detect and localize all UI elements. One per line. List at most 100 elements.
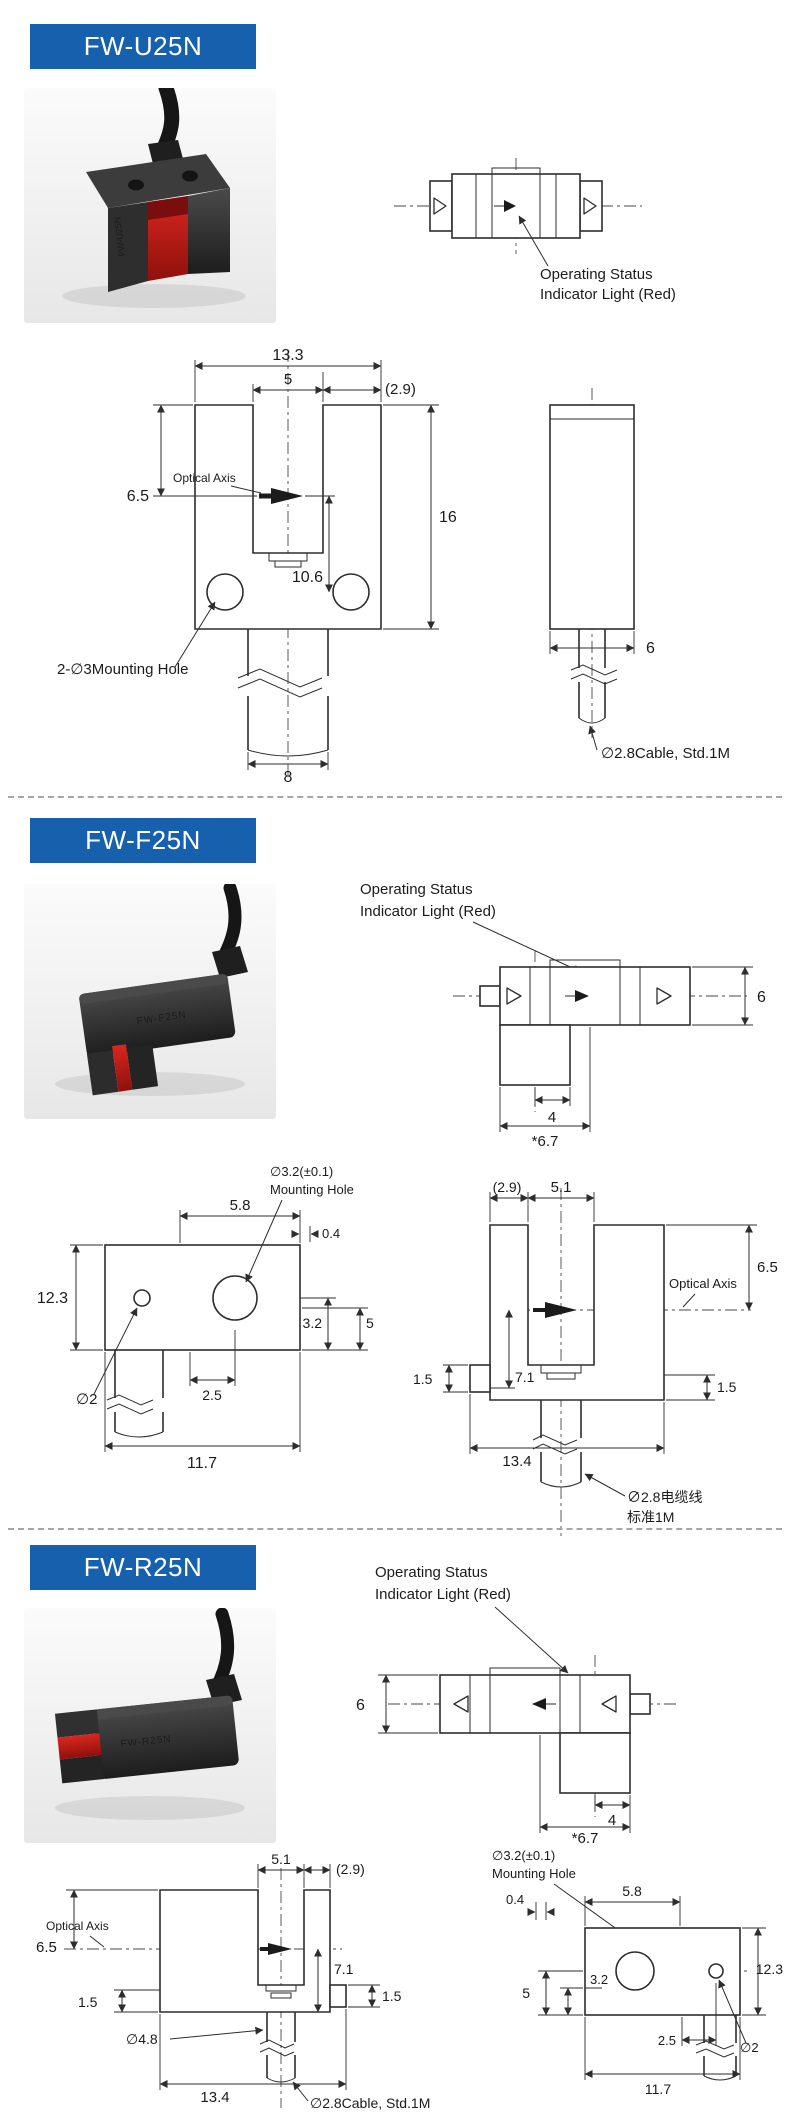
indicator-leader [494, 1606, 569, 1674]
top-notch [491, 167, 541, 175]
model-badge-r25n: FW-R25N [30, 1545, 256, 1590]
cable-leader [584, 1473, 626, 1497]
product-photo-r25n: FW-R25N [24, 1608, 276, 1843]
dim-slot-depth: 10.6 [292, 569, 323, 586]
dim-width-total: 13.3 [272, 347, 303, 364]
sensor-body-group: FW-R25N [54, 1695, 239, 1784]
dim-width-total: 13.4 [502, 1453, 531, 1470]
body-highlight [93, 1695, 233, 1720]
receiver-arrow [656, 987, 672, 1005]
slot-element-2 [546, 1372, 576, 1380]
cable-boot [212, 946, 248, 978]
dim-axis-from-top: 6.5 [127, 488, 149, 505]
dim-width-total: 11.7 [645, 2081, 671, 2097]
sensor-left-arm [108, 202, 148, 292]
small-hole-label: ∅2 [76, 1391, 97, 1408]
lens-nub [469, 1364, 491, 1393]
cable-label: ∅2.8Cable, Std.1M [310, 2095, 430, 2111]
dim-step: 0.4 [506, 1892, 524, 1907]
dim-stem-width: 8 [284, 769, 293, 785]
cable-stem [106, 1350, 164, 1438]
dim-height: 6 [757, 989, 766, 1006]
cable-label-line2: 标准1M [627, 1509, 674, 1525]
u25n-front-view-drawing: 13.3 5 (2.9) 6.5 Optical Axis 10.6 16 2-… [57, 347, 457, 785]
indicator-label-line2: Indicator Light (Red) [360, 903, 496, 920]
cable-label-line1: ∅2.8电缆线 [627, 1489, 702, 1505]
cable-bush-leader [169, 2026, 264, 2040]
slot-element-2 [270, 1992, 292, 1999]
dim-slot-width: 5.1 [271, 1851, 291, 1867]
slot-element-1 [265, 1984, 297, 1992]
optical-axis-arrow [545, 1302, 577, 1318]
optical-axis-label: Optical Axis [173, 471, 236, 485]
mounting-hole-right [332, 573, 370, 611]
dim-step: 0.4 [322, 1226, 340, 1241]
body-outline [549, 404, 635, 630]
dim-width-total: 11.7 [187, 1455, 217, 1472]
f25n-top-view-drawing: Operating Status Indicator Light (Red) 6 [360, 881, 766, 1150]
dim-height-total: 12.3 [756, 1961, 783, 1977]
body-outline [194, 404, 382, 630]
fork-outline [559, 1732, 631, 1794]
sensor-body [93, 1695, 239, 1779]
fork-prong-right [126, 1044, 159, 1090]
dim-top-width: 5.8 [622, 1883, 642, 1899]
indicator-label-line1: Operating Status [375, 1564, 488, 1581]
f25n-front-view-drawing: (2.9) 5.1 Optical Axis 6.5 7.1 1.5 1.5 1… [413, 1179, 778, 1536]
cable-bush-label: ∅4.8 [126, 2031, 158, 2047]
dim-5: 5 [366, 1315, 374, 1331]
body-outline [159, 1889, 331, 2013]
sensor-model-print: FW-R25N [120, 1734, 172, 1750]
product-photo-f25n: FW-F25N [24, 884, 276, 1119]
indicator-leader [472, 921, 582, 973]
sensor-top-face [86, 154, 230, 208]
sensor-right-arm [188, 188, 230, 274]
hole-label-line2: Mounting Hole [270, 1182, 354, 1197]
cable-leader [588, 725, 598, 751]
fork-prong-left [86, 1050, 119, 1096]
emitter-arrow [433, 197, 447, 215]
model-badge-f25n: FW-F25N [30, 818, 256, 863]
small-hole [133, 1289, 151, 1307]
small-hole-leader [718, 1979, 747, 2044]
dim-lens-width: 4 [608, 1812, 616, 1829]
hole-label-line1: ∅3.2(±0.1) [492, 1848, 555, 1863]
small-hole-leader [93, 1307, 138, 1395]
photo-shadow [55, 1796, 245, 1820]
lens-nub [479, 985, 501, 1007]
body-section-lines [469, 1675, 581, 1733]
u25n-side-view-drawing: 6 ∅2.8Cable, Std.1M [549, 388, 730, 762]
mounting-hole-label: 2-∅3Mounting Hole [57, 661, 188, 678]
dim-total-width: *6.7 [572, 1830, 599, 1845]
slot-shadow [148, 196, 188, 220]
dim-height: 6 [356, 1697, 365, 1714]
top-notch [549, 959, 621, 968]
dim-slot-width: 5.1 [551, 1179, 572, 1196]
optical-axis-label: Optical Axis [46, 1919, 109, 1933]
receiver-arrow [601, 1695, 617, 1713]
optical-axis-arrow [268, 1943, 292, 1955]
dim-slot-depth: 7.1 [515, 1369, 535, 1385]
mounting-hole-left [206, 573, 244, 611]
emitter-arrow [506, 987, 522, 1005]
dim-slot-width: 5 [284, 371, 292, 388]
indicator-arrow [504, 200, 516, 212]
top-notch [489, 1667, 561, 1676]
cable-stem [532, 1400, 582, 1488]
indicator-leader [518, 215, 549, 267]
receiver-arrow [583, 197, 597, 215]
mounting-hole [212, 1275, 258, 1321]
dim-height-total: 16 [439, 509, 457, 526]
dim-lens-height: 1.5 [413, 1371, 433, 1387]
dim-5: 5 [522, 1985, 530, 2001]
lens-nub [329, 1984, 347, 2008]
dim-axis-from-top: 6.5 [757, 1259, 778, 1276]
cable-label: ∅2.8Cable, Std.1M [601, 745, 730, 762]
fork-prong-bottom [59, 1755, 105, 1784]
step-dim-marks [527, 1902, 555, 1920]
r25n-front-view-drawing: 5.1 (2.9) Optical Axis 6.5 7.1 1.5 1.5 ∅… [36, 1851, 430, 2111]
indicator-arrow [532, 1698, 546, 1710]
cable-stem [570, 629, 618, 724]
dim-lens-width: 4 [548, 1109, 556, 1126]
